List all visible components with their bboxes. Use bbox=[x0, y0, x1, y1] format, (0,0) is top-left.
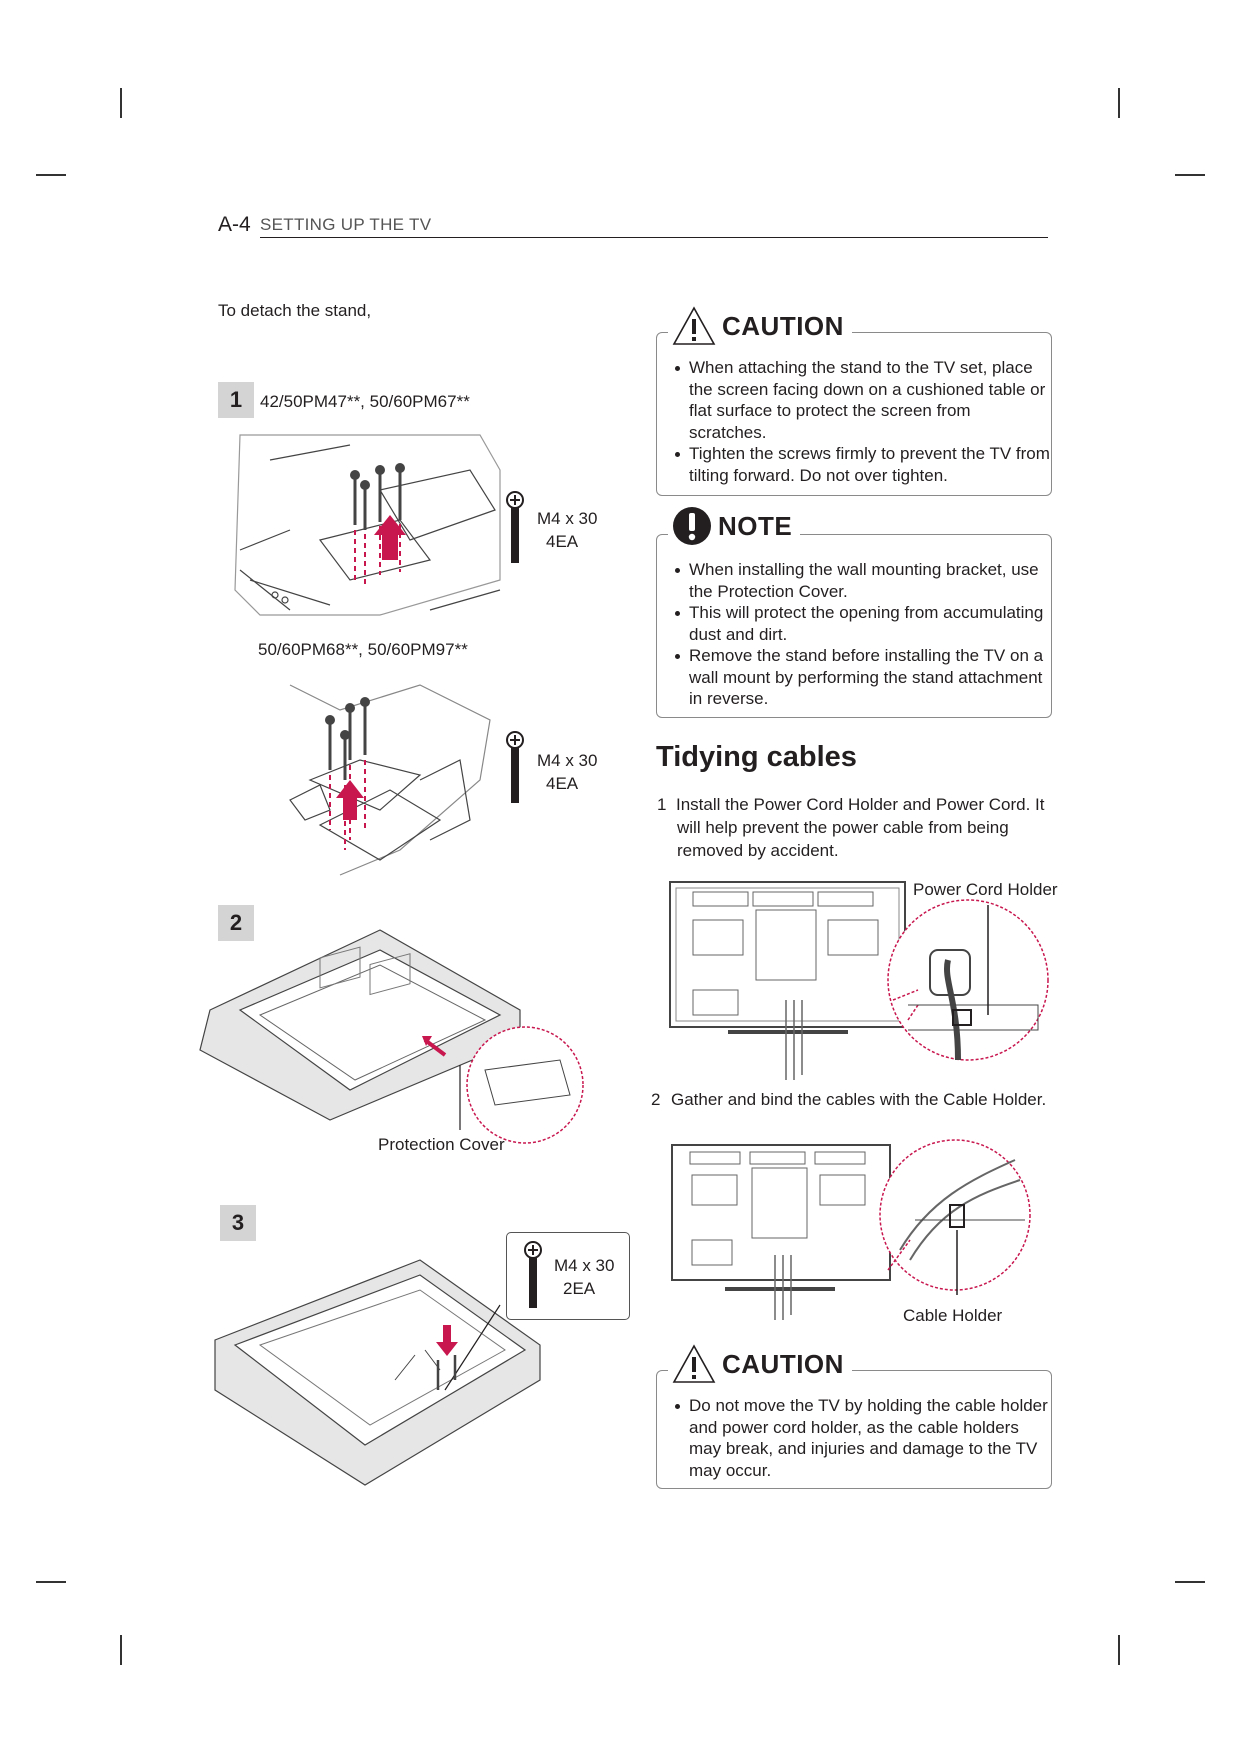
warning-triangle-icon bbox=[672, 306, 716, 345]
screw-qty-b: 4EA bbox=[546, 774, 579, 793]
section-title: SETTING UP THE TV bbox=[260, 215, 432, 234]
step-text: Gather and bind the cables with the Cabl… bbox=[671, 1090, 1047, 1109]
screw-size-c: M4 x 30 bbox=[554, 1256, 615, 1275]
screw-callout-box bbox=[506, 1232, 630, 1320]
exclamation-circle-icon bbox=[673, 507, 711, 545]
caution-title-text: CAUTION bbox=[722, 310, 844, 341]
step-2-badge: 2 bbox=[218, 905, 254, 941]
note-item: Remove the stand before installing the T… bbox=[657, 645, 1051, 710]
crop-mark bbox=[120, 1635, 122, 1665]
screw-icon bbox=[506, 731, 524, 803]
screw-icon bbox=[506, 491, 524, 563]
note-box: When installing the wall mounting bracke… bbox=[656, 534, 1052, 718]
crop-mark bbox=[36, 1581, 66, 1583]
crop-mark bbox=[1175, 174, 1205, 176]
page-number: A-4 bbox=[218, 213, 251, 236]
protection-cover-illustration bbox=[199, 929, 584, 1144]
step-3-badge: 3 bbox=[220, 1205, 256, 1241]
intro-text: To detach the stand, bbox=[218, 301, 372, 320]
note-title: NOTE bbox=[668, 506, 801, 546]
caution-box-bottom: Do not move the TV by holding the cable … bbox=[656, 1370, 1052, 1489]
warning-triangle-icon bbox=[672, 1344, 716, 1383]
screw-size-a: M4 x 30 bbox=[537, 509, 598, 528]
step-1-badge: 1 bbox=[218, 382, 254, 418]
caution-box-top: When attaching the stand to the TV set, … bbox=[656, 332, 1052, 496]
caution-item: When attaching the stand to the TV set, … bbox=[657, 357, 1051, 443]
step-number: 2 bbox=[651, 1090, 661, 1109]
cable-holder-label: Cable Holder bbox=[903, 1306, 1003, 1325]
screw-qty-a: 4EA bbox=[546, 532, 579, 551]
note-item: This will protect the opening from accum… bbox=[657, 602, 1051, 645]
crop-mark bbox=[1118, 88, 1120, 118]
screw-size-b: M4 x 30 bbox=[537, 751, 598, 770]
cable-holder-illustration bbox=[671, 1139, 1031, 1320]
crop-mark bbox=[1118, 1635, 1120, 1665]
model-list-b: 50/60PM68**, 50/60PM97** bbox=[258, 640, 468, 659]
crop-mark bbox=[36, 174, 66, 176]
protection-cover-label: Protection Cover bbox=[378, 1135, 505, 1154]
step-number: 1 bbox=[657, 795, 667, 814]
step-text: Install the Power Cord Holder and Power … bbox=[676, 795, 1045, 860]
caution-item: Do not move the TV by holding the cable … bbox=[657, 1395, 1051, 1481]
power-cord-holder-label: Power Cord Holder bbox=[913, 880, 1058, 899]
crop-mark bbox=[120, 88, 122, 118]
stand-detach-illustration-a bbox=[234, 434, 501, 616]
tidying-step-2: 2 Gather and bind the cables with the Ca… bbox=[651, 1088, 1051, 1111]
tidying-step-1: 1 Install the Power Cord Holder and Powe… bbox=[657, 793, 1057, 862]
caution-title-top: CAUTION bbox=[668, 306, 852, 346]
header-rule bbox=[260, 237, 1048, 238]
screw-removal-illustration bbox=[214, 1259, 541, 1486]
screw-qty-c: 2EA bbox=[563, 1279, 596, 1298]
screw-icon bbox=[524, 1241, 542, 1308]
note-title-text: NOTE bbox=[718, 510, 793, 541]
tidying-cables-heading: Tidying cables bbox=[656, 741, 857, 773]
note-item: When installing the wall mounting bracke… bbox=[657, 559, 1051, 602]
model-list-a: 42/50PM47**, 50/60PM67** bbox=[260, 392, 470, 411]
crop-mark bbox=[1175, 1581, 1205, 1583]
caution-title-bottom: CAUTION bbox=[668, 1344, 852, 1384]
stand-detach-illustration-b bbox=[289, 684, 491, 876]
caution-item: Tighten the screws firmly to prevent the… bbox=[657, 443, 1051, 486]
power-cord-holder-illustration bbox=[669, 881, 1049, 1080]
caution-title-text: CAUTION bbox=[722, 1348, 844, 1379]
